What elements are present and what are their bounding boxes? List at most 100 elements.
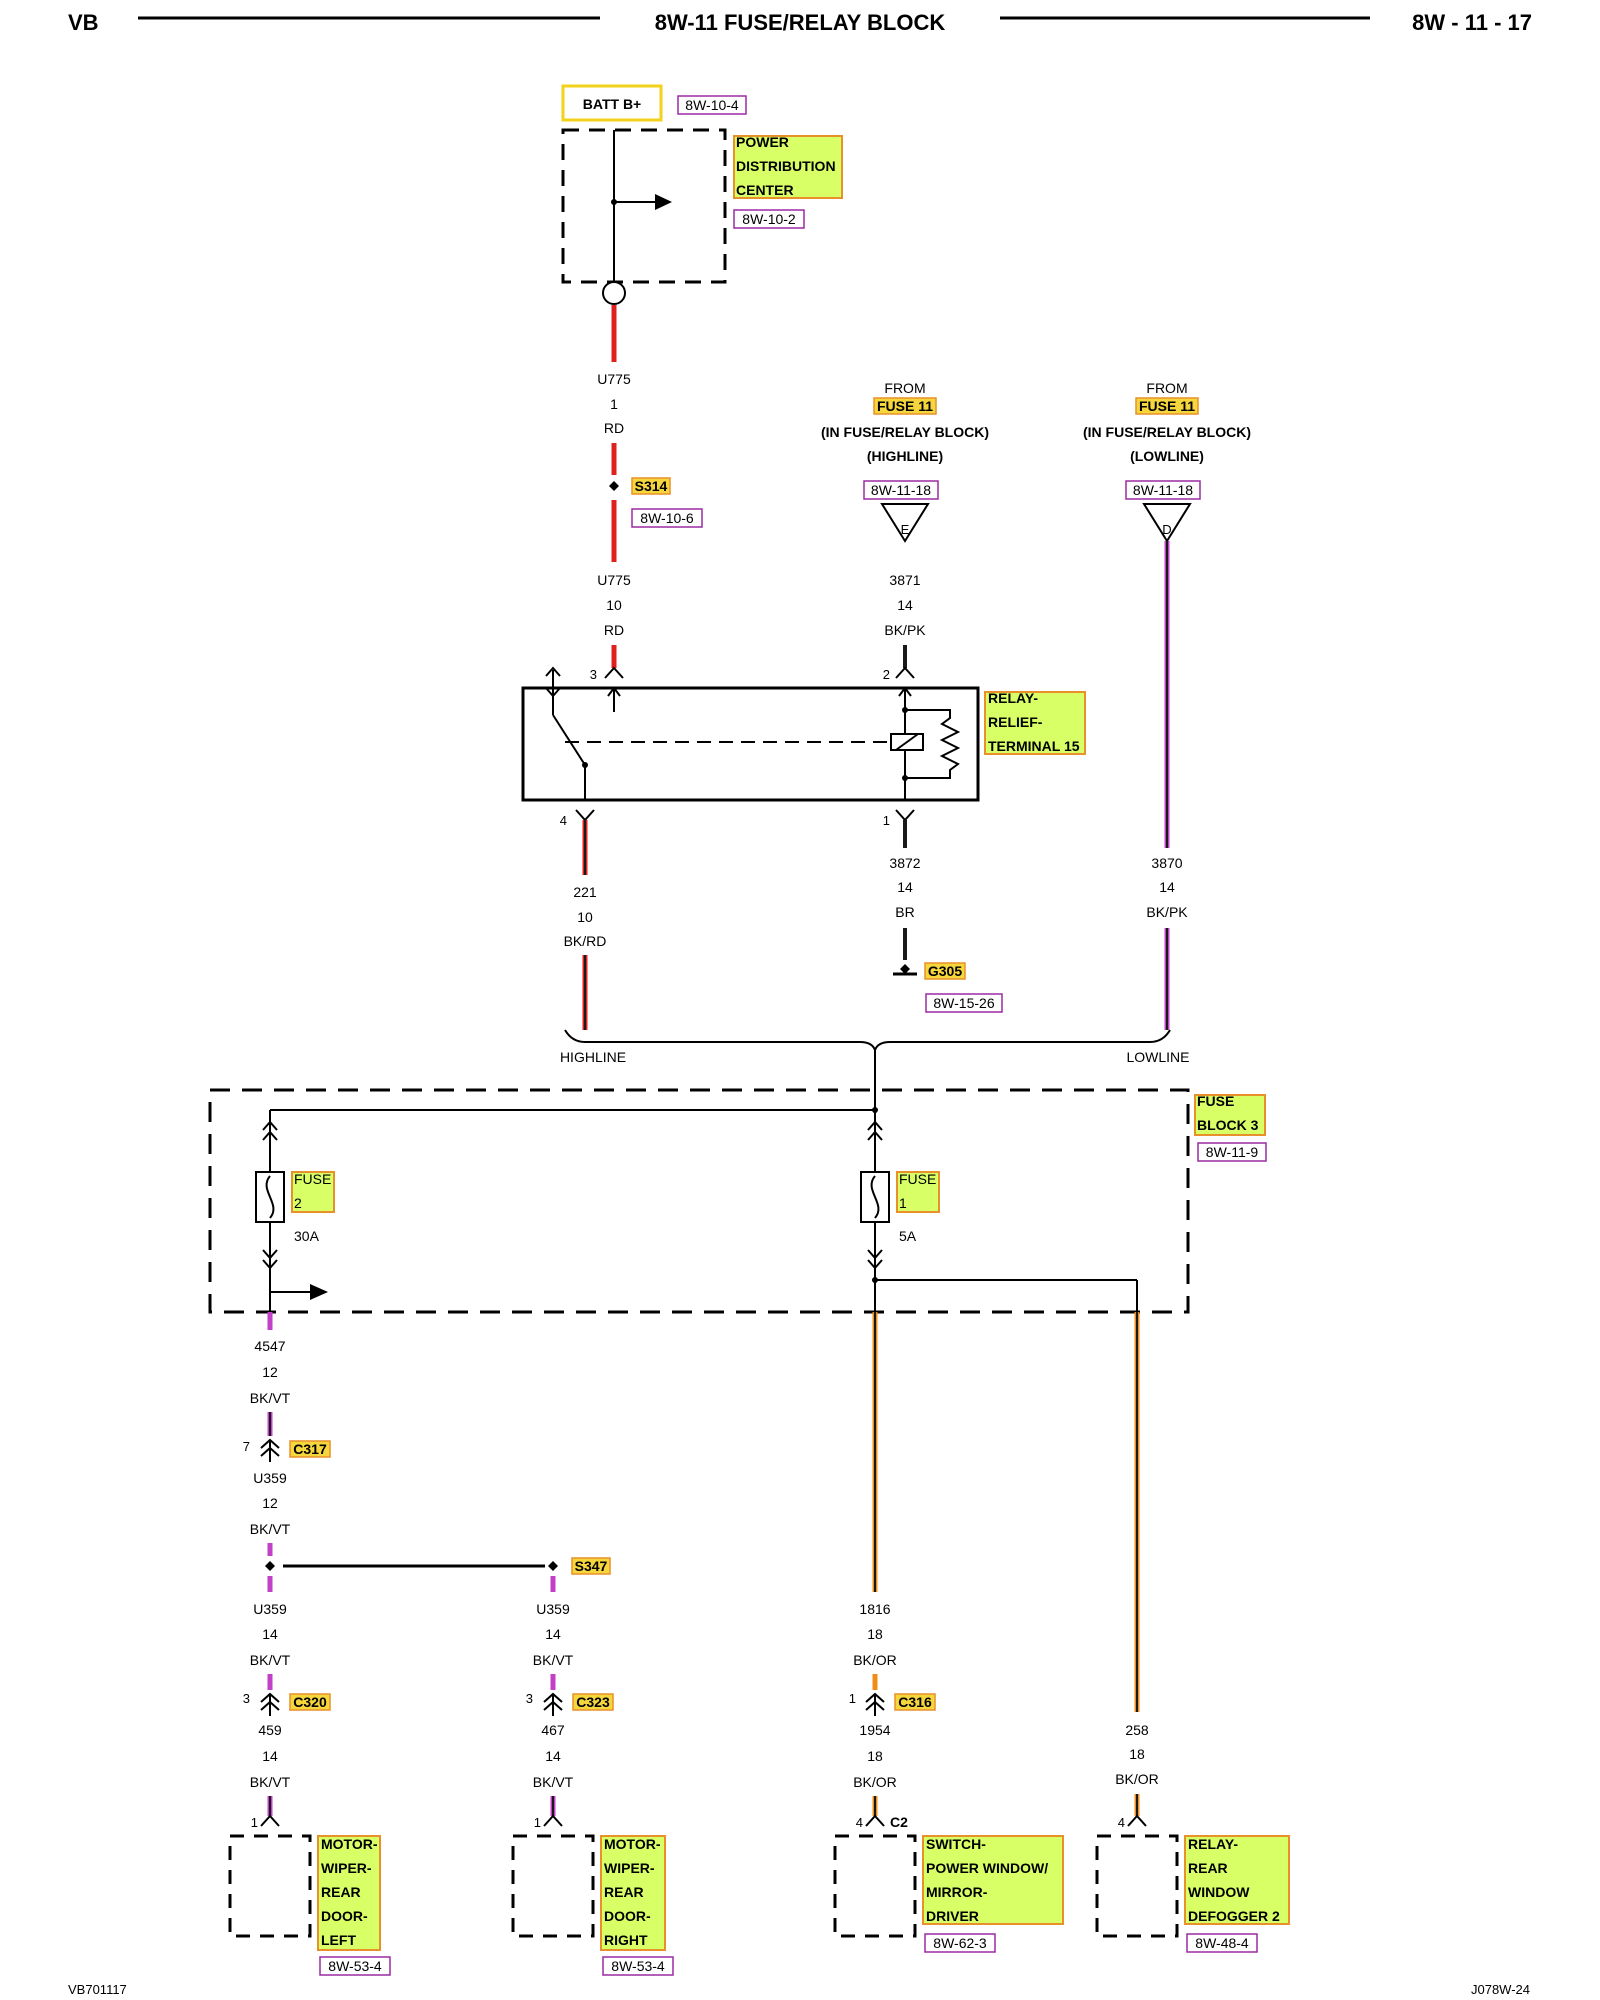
from-low-fuse-box [1135, 397, 1199, 415]
c323-label-box [572, 1693, 614, 1711]
w221-color: BK/RD [564, 933, 607, 949]
comp-right-line-2: WIPER- [604, 1860, 655, 1876]
pdc-arrow-head [655, 194, 672, 210]
relay-line-1: RELAY- [988, 690, 1038, 706]
u775-top-color: RD [604, 420, 624, 436]
fuse1-bot-arrow-2 [867, 1259, 883, 1270]
from-low-ref[interactable]: 8W-11-18 [1133, 482, 1193, 498]
w3870-gauge: 14 [1159, 879, 1175, 895]
w3872-gauge: 14 [897, 879, 913, 895]
fuse-block-box [208, 1088, 1190, 1314]
comp-right-pin-connector [543, 1814, 563, 1827]
c323-pin: 3 [526, 1691, 533, 1706]
pdc-line-3: CENTER [736, 182, 794, 198]
relay-switch-blade [552, 714, 586, 766]
fuse1-label-box [896, 1171, 940, 1213]
fuse2-branch-arrow [310, 1284, 328, 1300]
from-high-fuse: FUSE 11 [877, 398, 933, 414]
comp-right-line-4: DOOR- [604, 1908, 651, 1924]
comp-defog-ref[interactable]: 8W-48-4 [1195, 1935, 1249, 1951]
u359-b-circuit: U359 [253, 1601, 287, 1617]
w1816-color: BK/OR [853, 1652, 897, 1668]
u775-top-circuit: U775 [597, 371, 631, 387]
relay-pin3: 3 [590, 667, 597, 682]
comp-defog-ref-box[interactable] [1186, 1933, 1258, 1953]
s347-label-box [571, 1557, 611, 1575]
relay-line-2: RELIEF- [988, 714, 1043, 730]
comp-defog-line-1: RELAY- [1188, 1836, 1238, 1852]
s314-ref[interactable]: 8W-10-6 [640, 510, 694, 526]
comp-left-line-2: WIPER- [321, 1860, 372, 1876]
comp-right-ref-box[interactable] [602, 1956, 674, 1976]
comp-right-label-box [600, 1835, 666, 1951]
lowline-label: LOWLINE [1126, 1049, 1189, 1065]
comp-left-ref-box[interactable] [319, 1956, 391, 1976]
w221-circuit: 221 [573, 884, 597, 900]
fuse2-bot-arrow [262, 1249, 278, 1260]
from-high-ref[interactable]: 8W-11-18 [871, 482, 931, 498]
comp-right-ref[interactable]: 8W-53-4 [611, 1958, 665, 1974]
s314-ref-box[interactable] [631, 508, 703, 528]
from-high-ref-box[interactable] [863, 480, 939, 500]
g305-ref[interactable]: 8W-15-26 [933, 995, 994, 1011]
relay-coil-diag [895, 733, 919, 751]
batt-ref-box[interactable] [677, 95, 747, 115]
w221-gauge: 10 [577, 909, 593, 925]
comp-switch-ref-box[interactable] [924, 1933, 996, 1953]
pdc-ref-box[interactable] [733, 209, 805, 229]
c320-pin: 3 [243, 1691, 250, 1706]
comp-switch-pin-connector [865, 1814, 885, 1827]
from-high-fuse-box [873, 397, 937, 415]
fuse-block-line-1: FUSE [1197, 1093, 1234, 1109]
w3871-color: BK/PK [884, 622, 926, 638]
fuse1-top-arrow-2 [867, 1130, 883, 1141]
batt-box [561, 84, 663, 122]
s314-label-box [631, 477, 671, 495]
comp-defog-box [1095, 1834, 1179, 1938]
batt-ref[interactable]: 8W-10-4 [685, 97, 739, 113]
c320-label-box [289, 1693, 331, 1711]
relay-pin3-arrow [607, 686, 621, 697]
fuse-block-line-2: BLOCK 3 [1197, 1117, 1259, 1133]
fuse2-line-2: 2 [294, 1195, 302, 1211]
comp-switch-ref[interactable]: 8W-62-3 [933, 1935, 987, 1951]
from-low-ref-box[interactable] [1125, 480, 1201, 500]
comp-defog-line-4: DEFOGGER 2 [1188, 1908, 1280, 1924]
fuse-block-ref-box[interactable] [1197, 1142, 1267, 1162]
comp-switch-label-box [922, 1835, 1064, 1925]
comp-switch-line-4: DRIVER [926, 1908, 979, 1924]
pdc-terminal [602, 281, 626, 305]
u775-bot-gauge: 10 [606, 597, 622, 613]
from-low-from: FROM [1146, 380, 1187, 396]
comp-switch-line-2: POWER WINDOW/ [926, 1860, 1048, 1876]
s347-label: S347 [575, 1558, 608, 1574]
relay-pin2: 2 [883, 667, 890, 682]
comp-right-line-1: MOTOR- [604, 1836, 661, 1852]
w4547-color: BK/VT [250, 1390, 291, 1406]
relay-node-top [902, 707, 908, 713]
pdc-ref[interactable]: 8W-10-2 [742, 211, 796, 227]
comp-left-ref[interactable]: 8W-53-4 [328, 1958, 382, 1974]
relay-pin4-connector [575, 809, 595, 822]
c317-label: C317 [293, 1441, 327, 1457]
fuse1-line-1: FUSE [899, 1171, 936, 1187]
fuse-block-ref[interactable]: 8W-11-9 [1206, 1144, 1259, 1160]
fuse2-element [265, 1175, 275, 1219]
pdc-line-2: DISTRIBUTION [736, 158, 836, 174]
header-title: 8W-11 FUSE/RELAY BLOCK [655, 10, 946, 35]
from-low-connector [1142, 503, 1192, 543]
s314-label: S314 [635, 478, 668, 494]
c317-pin: 7 [243, 1439, 250, 1454]
u359-c-circuit: U359 [536, 1601, 570, 1617]
from-low-loc: (IN FUSE/RELAY BLOCK) [1083, 424, 1251, 440]
g305-ref-box[interactable] [925, 993, 1003, 1013]
g305-node [900, 964, 910, 974]
w1954-color: BK/OR [853, 1774, 897, 1790]
w4547-circuit: 4547 [254, 1338, 285, 1354]
header: VB 8W-11 FUSE/RELAY BLOCK 8W - 11 - 17 [68, 10, 1532, 35]
w1954-gauge: 18 [867, 1748, 883, 1764]
comp-defog-line-2: REAR [1188, 1860, 1228, 1876]
comp-left-pin-connector [260, 1814, 280, 1827]
w3871-circuit: 3871 [889, 572, 920, 588]
